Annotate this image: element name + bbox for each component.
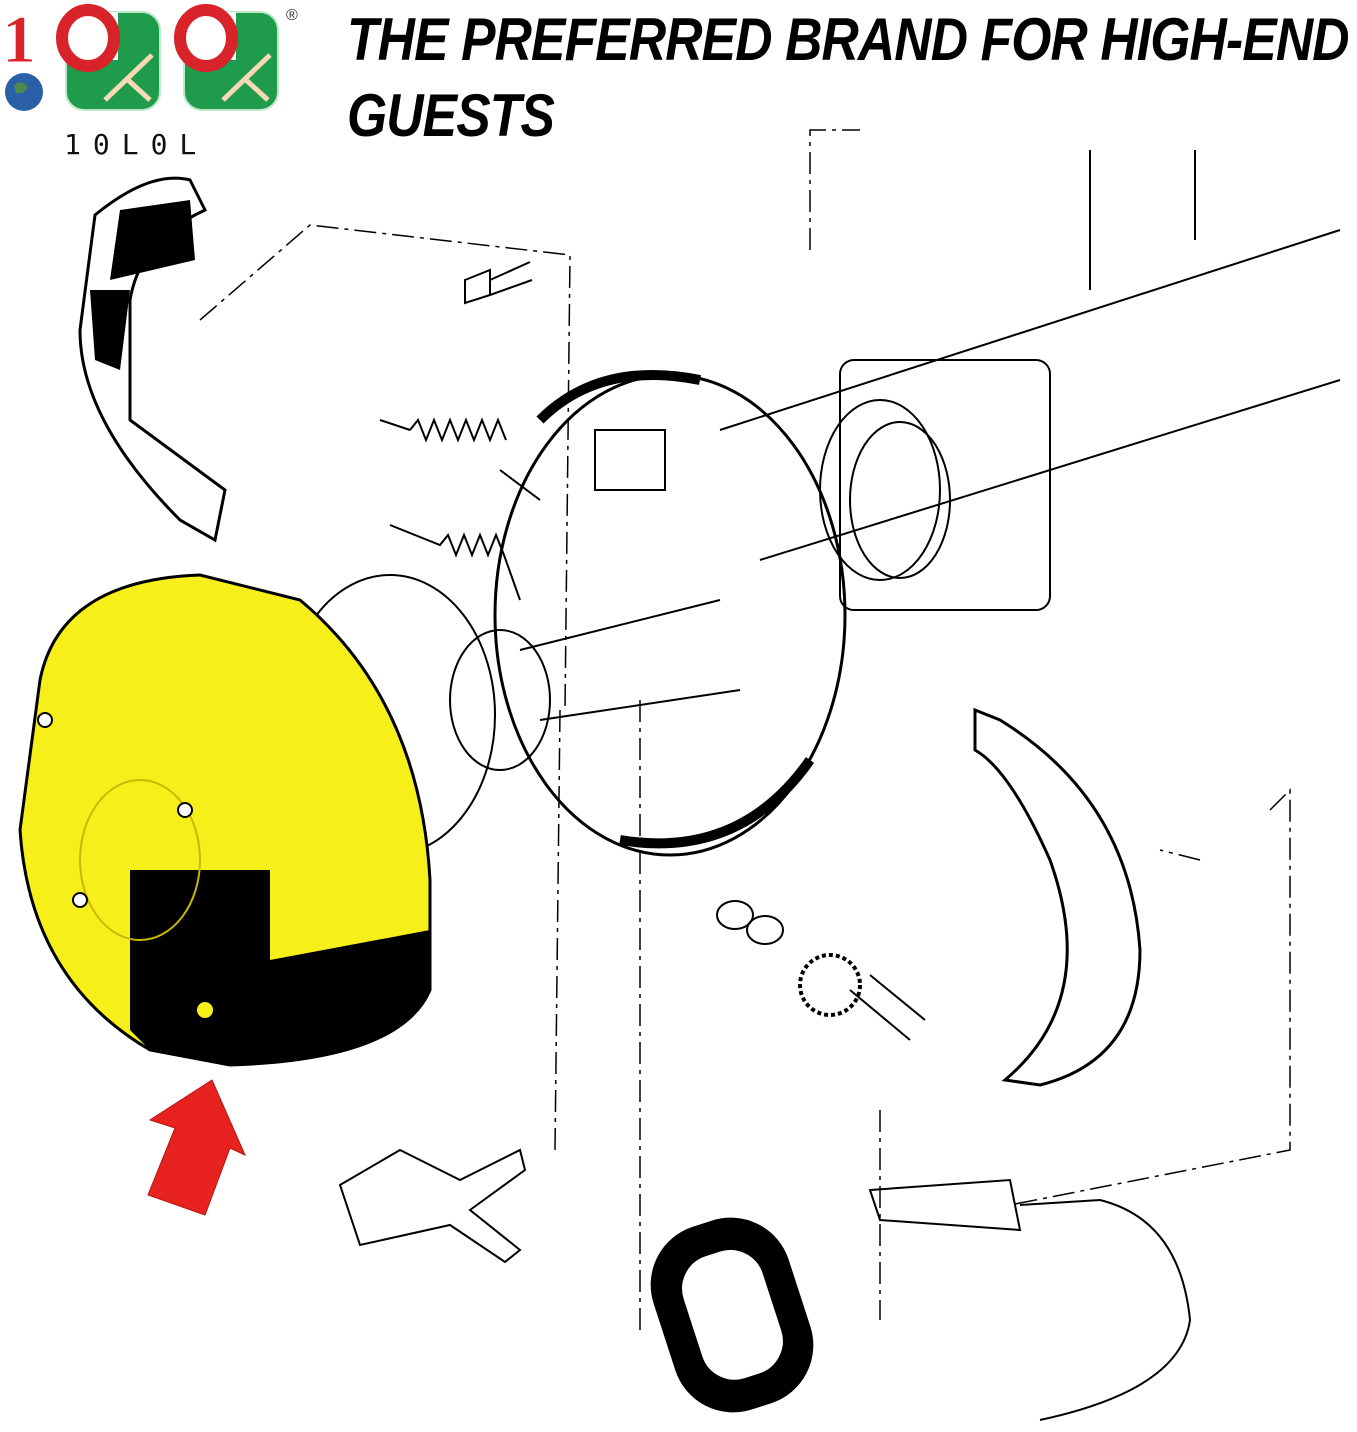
spring-lower bbox=[389, 524, 521, 601]
logo-mark-2 bbox=[174, 4, 279, 111]
brand-logo: 1 ® bbox=[2, 1, 298, 111]
rubber-boot bbox=[650, 1217, 814, 1413]
backing-plate bbox=[493, 370, 847, 857]
globe-icon bbox=[5, 73, 43, 111]
brake-shoe-bottom bbox=[973, 707, 1142, 1087]
logo-text: 10L0L bbox=[64, 128, 209, 161]
bolt bbox=[464, 261, 533, 305]
headline: THE PREFERRED BRAND FOR HIGH-END GUESTS bbox=[347, 6, 1350, 149]
logo-mark-1 bbox=[56, 4, 161, 111]
spring-upper bbox=[379, 417, 541, 501]
brake-cable bbox=[868, 1178, 1192, 1421]
brake-drum bbox=[18, 573, 432, 1067]
registered-mark: ® bbox=[286, 7, 298, 24]
parking-lever bbox=[338, 1148, 527, 1264]
axle-housing bbox=[719, 150, 1341, 611]
red-arrow-icon bbox=[147, 1079, 246, 1216]
leader-lines bbox=[199, 129, 1291, 1330]
exploded-brake-diagram bbox=[18, 129, 1341, 1421]
logo-one: 1 bbox=[2, 1, 36, 77]
adjuster-assembly bbox=[716, 900, 926, 1041]
